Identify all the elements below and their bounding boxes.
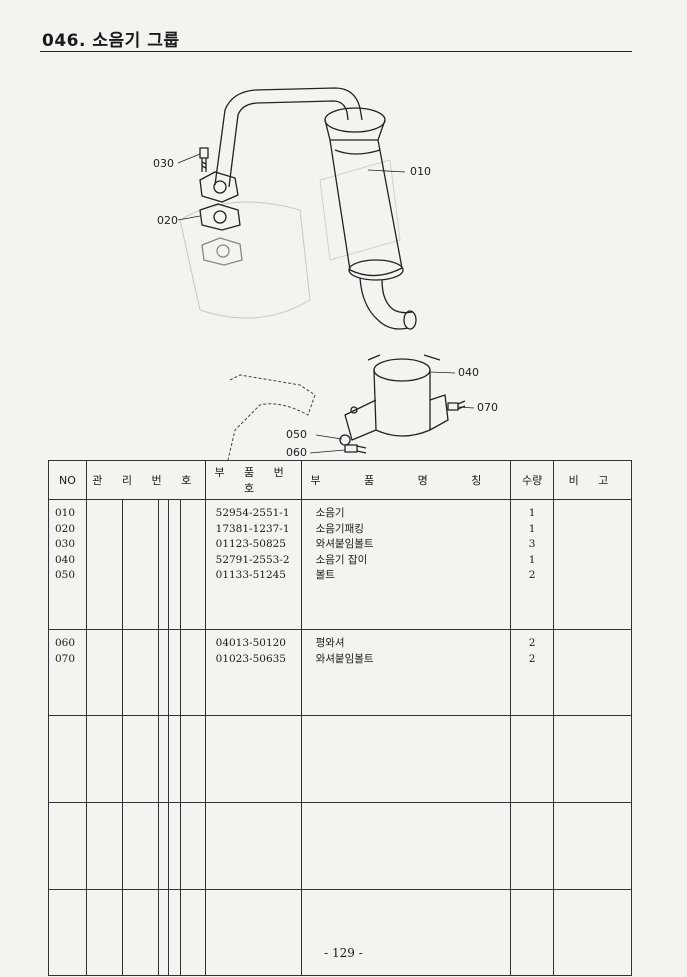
header-mgmt-no: 관 리 번 호: [85, 460, 206, 500]
callout-010: 010: [410, 165, 431, 178]
bolt-030: [199, 147, 209, 172]
qty-cell: 1 1 3 1 2: [510, 499, 555, 630]
row-no: 020: [55, 522, 76, 535]
row-no: 030: [55, 538, 76, 550]
table-row-group-empty: [48, 802, 632, 890]
callout-070: 070: [477, 401, 498, 414]
mgmt-cell: [179, 499, 206, 630]
row-qty: 2: [528, 652, 536, 665]
header-part-no: 부 품 번 호: [204, 460, 302, 500]
table-row-group-empty: [48, 889, 632, 976]
callout-050: 060: [286, 446, 307, 459]
row-part-name: 소음기 잡이: [315, 553, 368, 566]
mgmt-cell: [157, 499, 169, 630]
no-cell: 060 070: [48, 629, 87, 716]
mgmt-cell: [85, 629, 123, 716]
row-part-name: 소음기: [315, 507, 345, 519]
row-no: 010: [55, 507, 76, 519]
bolt-050: [344, 444, 367, 454]
row-part-no: 01023-50635: [215, 652, 286, 665]
row-part-name: 소음기패킹: [315, 522, 364, 535]
qty-cell: 2 2: [510, 629, 555, 716]
row-part-name: 볼트: [315, 569, 335, 581]
row-part-no: 52954-2551-1: [215, 507, 290, 519]
mgmt-cell: [179, 629, 206, 716]
bolt-070: [447, 400, 466, 411]
row-qty: 2: [528, 637, 536, 649]
parts-table: NO 관 리 번 호 부 품 번 호 부 품 명 칭 수량 비 고 010 02…: [48, 460, 632, 976]
remarks-cell: [553, 629, 632, 716]
row-qty: 1: [528, 522, 536, 535]
washer-060: [339, 434, 351, 446]
row-part-no: 17381-1237-1: [215, 522, 290, 535]
row-part-name: 평와셔: [315, 637, 345, 649]
row-qty: 1: [528, 507, 536, 519]
flange-gasket: [199, 171, 243, 266]
callout-040: 040: [458, 366, 479, 379]
table-row-group: 060 070 04013-50120 01023-50635 평와셔 와셔붙임…: [48, 629, 632, 716]
callout-060: 050: [286, 428, 307, 441]
header-remarks: 비 고: [553, 460, 632, 500]
muffler-clamp: [344, 354, 449, 441]
table-row-group-empty: [48, 715, 632, 803]
row-part-no: 52791-2553-2: [215, 553, 290, 566]
callout-020: 020: [157, 214, 178, 227]
mgmt-cell: [167, 499, 181, 630]
row-no: 050: [55, 569, 76, 581]
table-header-row: NO 관 리 번 호 부 품 번 호 부 품 명 칭 수량 비 고: [48, 460, 632, 500]
row-no: 060: [55, 637, 76, 649]
part-name-cell: 평와셔 와셔붙임볼트: [300, 629, 512, 716]
row-part-no: 01123-50825: [215, 538, 286, 550]
mgmt-cell: [167, 629, 181, 716]
row-part-name: 와셔붙임볼트: [315, 538, 374, 550]
muffler-exploded-diagram: [177, 87, 475, 460]
row-part-no: 01133-51245: [215, 569, 286, 581]
part-no-cell: 04013-50120 01023-50635: [204, 629, 302, 716]
part-name-cell: 소음기 소음기패킹 와셔붙임볼트 소음기 잡이 볼트: [300, 499, 512, 630]
header-part-name: 부 품 명 칭: [300, 460, 512, 500]
remarks-cell: [553, 499, 632, 630]
muffler-body: [324, 107, 417, 330]
header-qty: 수량: [510, 460, 555, 500]
no-cell: 010 020 030 040 050: [48, 499, 87, 630]
callout-030: 030: [153, 157, 174, 170]
page-number: - 129 -: [324, 946, 363, 960]
row-qty: 1: [528, 553, 536, 566]
row-no: 070: [55, 652, 76, 665]
mgmt-cell: [157, 629, 169, 716]
table-row-group: 010 020 030 040 050 52954-2551-1 17381-1…: [48, 499, 632, 630]
row-part-name: 와셔붙임볼트: [315, 652, 374, 665]
mgmt-cell: [121, 499, 159, 630]
row-part-no: 04013-50120: [215, 637, 286, 649]
header-no: NO: [48, 460, 87, 500]
page-title: 046. 소음기 그룹: [42, 31, 180, 51]
row-no: 040: [55, 553, 76, 566]
row-qty: 3: [528, 538, 536, 550]
part-no-cell: 52954-2551-1 17381-1237-1 01123-50825 52…: [204, 499, 302, 630]
row-qty: 2: [528, 569, 536, 581]
title-divider: [40, 51, 632, 52]
exhaust-pipe: [214, 87, 363, 186]
mgmt-cell: [121, 629, 159, 716]
mgmt-cell: [85, 499, 123, 630]
